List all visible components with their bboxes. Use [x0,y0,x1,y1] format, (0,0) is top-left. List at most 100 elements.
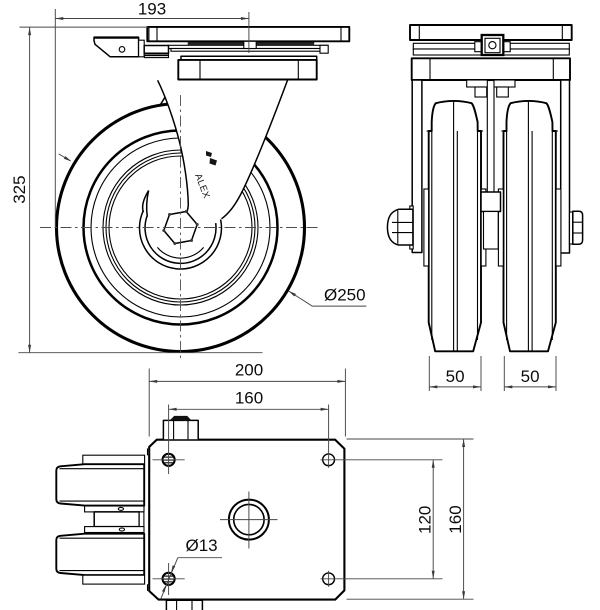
dim-50-left: 50 [428,356,482,391]
arrowhead-top [462,439,466,447]
tyre-plan-upper [55,463,146,507]
arrowhead-lower [288,290,296,297]
arrowhead-upper [170,565,176,574]
side-view: 50 50 [386,24,584,391]
arrowhead-top [431,459,435,468]
axle-hook [138,190,223,270]
dome-nut-body [386,208,414,246]
dim-50-right: 50 [503,356,557,391]
hub-end-strip [138,511,145,528]
hook-tip-outer [141,190,150,213]
arrowhead-right [473,385,481,389]
arrowhead-bottom [28,344,32,353]
hub-flange-outer-left [423,188,430,267]
clamp-bolt-hole [488,41,497,50]
rim-flange-bottom [82,574,146,585]
dim-label-50-left: 50 [446,367,465,386]
arrowhead-left [55,17,64,20]
hex-vertex-dot [162,229,166,232]
rim-flange-top [82,454,146,465]
brake-rod [486,79,495,196]
linkage-strip-a [143,53,170,56]
grease-point-lower [118,527,126,532]
tyre-profile-right [502,99,557,353]
kingpin-clamp [474,33,511,57]
hex-vertex-dot [184,210,188,213]
brake-bolt-nut-bottom [165,599,204,610]
arrowhead-right [240,17,249,20]
axle-nut-left [386,205,414,250]
hex-vertex-dot [195,223,199,226]
dim-325: 325 [10,26,263,354]
nut-body-bottom [165,599,204,610]
hex-nut-body [572,210,584,245]
dim-label-200: 200 [235,360,263,379]
dim-193: 193 [54,0,250,227]
dim-label-dia13: Ø13 [186,536,218,555]
arrowhead-left [168,407,177,411]
swivel-head-side [410,57,571,81]
tyre-plan-lower [55,532,146,577]
pedal-hole [118,46,126,53]
rim-flange-mid-lower [84,526,145,534]
brake-tab-right [496,86,509,98]
grease-point-upper [117,506,125,511]
nut-cap-top [169,415,192,421]
arrowhead-lower [161,584,167,593]
hook-tip-inner [145,190,150,217]
dim-200: 200 [148,360,346,437]
dim-wheel-diameter: Ø250 [58,153,367,307]
arrowhead-right [548,385,556,389]
front-view: ALEX [10,0,367,360]
fork-leg-mask [157,78,288,232]
dim-160-horizontal: 160 [168,388,330,474]
brake-tab-left [474,86,488,98]
arrowhead-left [149,379,158,383]
raceway-right-block [319,44,329,54]
hub-flange-outer-right [555,188,562,267]
dim-label-160h: 160 [235,388,263,407]
tyre-profile-left [427,99,482,353]
arrowhead-left [429,385,438,389]
hub-spacer-block [93,511,140,528]
arrowhead-top [28,27,32,36]
dim-label-120: 120 [416,506,435,534]
dim-160-vertical: 160 [346,438,474,600]
brand-emblem-icon [206,151,217,166]
rim-flange-mid-upper [84,505,145,513]
kingpin-hole [220,491,278,549]
dim-label-dia250: Ø250 [324,286,366,305]
dim-label-325: 325 [10,175,29,203]
hex-vertex-dot [173,242,177,245]
pedal-pivot-bar [138,39,145,58]
fork-leg-left-side [411,79,423,254]
arrowhead-right [320,407,329,411]
leader-line [288,290,367,307]
brake-pad [480,191,502,213]
dim-label-50-right: 50 [521,367,540,386]
dim-hole-diameter: Ø13 [160,536,222,599]
mounting-plate-front [146,25,351,43]
dim-120: 120 [320,459,443,580]
clamp-body [480,33,505,57]
hex-vertex-dot [190,239,193,242]
hook-detail-arc [156,247,205,259]
swivel-head [177,58,318,81]
brake-pedal-assembly [93,36,170,59]
dim-label-193: 193 [138,0,166,19]
hook-inner-arc [144,215,217,265]
clamp-inner [484,37,501,54]
plan-view: 200 160 120 160 [55,360,474,610]
hook-outer-arc [138,210,223,270]
wheel-side-left [426,99,484,353]
hex-vertex-dot [168,213,171,216]
fork-leg-right-side [559,79,571,254]
linkage-strip-b [143,55,170,59]
arrowhead-right [337,379,346,383]
arrowhead-left [504,385,513,389]
arrowhead-upper [63,156,72,162]
arrowhead-bottom [462,591,466,600]
dim-label-160v: 160 [446,505,465,533]
